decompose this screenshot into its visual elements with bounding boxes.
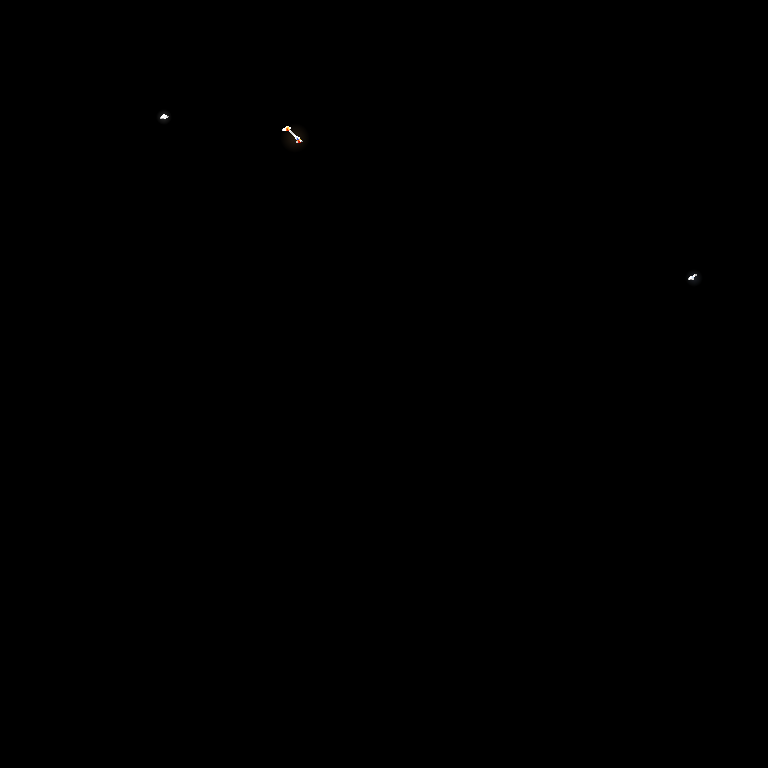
- source-pixel: [283, 128, 286, 131]
- right-field-knot: [685, 269, 703, 287]
- source-pixel: [690, 279, 692, 280]
- right-field-knot-pixels: [688, 274, 697, 280]
- source-pixel: [163, 114, 165, 116]
- frame-description: Near-black field containing three small …: [0, 0, 1, 1]
- upper-left-knot: [156, 109, 172, 125]
- source-pixel: [289, 127, 291, 129]
- frame-title: Dark Field Frame: [0, 0, 1, 1]
- source-pixel: [695, 274, 697, 276]
- source-pixel: [298, 137, 300, 139]
- source-pixel: [162, 115, 164, 118]
- source-pixel: [692, 278, 694, 280]
- source-pixel: [296, 141, 298, 143]
- central-double-knot: [280, 123, 310, 153]
- central-double-knot-pixels: [282, 126, 303, 143]
- source-pixel: [301, 141, 303, 142]
- source-pixel: [167, 116, 169, 117]
- upper-left-knot-pixels: [160, 114, 169, 119]
- source-pixel: [162, 118, 164, 119]
